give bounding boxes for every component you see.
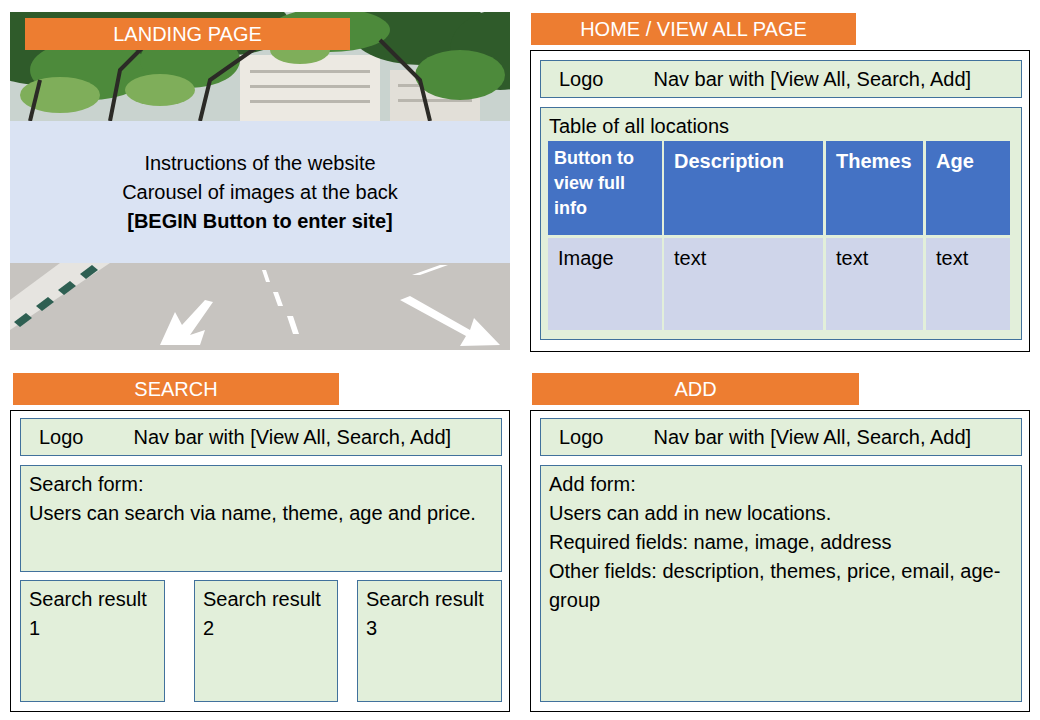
landing-page-frame: LANDING PAGE Instructions of the websiteC… xyxy=(10,12,510,350)
table-header-cell: Themes xyxy=(826,141,923,235)
street-photo xyxy=(0,0,550,350)
nav-links: Nav bar with [View All, Search, Add] xyxy=(654,423,972,452)
hero-text: Carousel of images at the back xyxy=(122,178,398,207)
page-title-tag: LANDING PAGE xyxy=(25,18,350,50)
table-header-cell: Description xyxy=(664,141,823,235)
table-cell: text xyxy=(826,238,923,330)
panel-text: Required fields: name, image, address xyxy=(549,528,1013,557)
table-header-cell: Button to view full info xyxy=(548,141,662,235)
panel-text: Add form: xyxy=(549,470,1013,499)
nav-bar: Logo Nav bar with [View All, Search, Add] xyxy=(20,418,502,456)
content-panel: Search result 2 xyxy=(194,580,338,702)
nav-links: Nav bar with [View All, Search, Add] xyxy=(654,65,972,94)
content-panel: Search result 1 xyxy=(20,580,165,702)
table-cell: Image xyxy=(548,238,662,330)
nav-bar: Logo Nav bar with [View All, Search, Add] xyxy=(540,418,1022,456)
panel-text: Other fields: description, themes, price… xyxy=(549,557,1013,615)
nav-bar: Logo Nav bar with [View All, Search, Add] xyxy=(540,60,1022,98)
hero-text: Instructions of the website xyxy=(144,149,375,178)
page-frame: SEARCHLogoNav bar with [View All, Search… xyxy=(10,410,510,712)
table-cell: text xyxy=(926,238,1010,330)
logo-text: Logo xyxy=(559,423,604,452)
panel-text: Search result 2 xyxy=(203,585,329,643)
panel-text: Search form: xyxy=(29,470,493,499)
page-title-tag: ADD xyxy=(532,373,859,405)
content-panel: Search result 3 xyxy=(357,580,502,702)
hero-text: [BEGIN Button to enter site] xyxy=(127,207,393,236)
panel-text: Search result 3 xyxy=(366,585,493,643)
content-panel: Search form:Users can search via name, t… xyxy=(20,465,502,572)
nav-links: Nav bar with [View All, Search, Add] xyxy=(134,423,452,452)
page-title-tag: SEARCH xyxy=(13,373,339,405)
logo-text: Logo xyxy=(559,65,604,94)
table-cell: text xyxy=(664,238,823,330)
hero-band: Instructions of the websiteCarousel of i… xyxy=(10,121,510,263)
table-header-cell: Age xyxy=(926,141,1010,235)
page-title-tag: HOME / VIEW ALL PAGE xyxy=(531,13,856,45)
panel-text: Table of all locations xyxy=(549,112,1013,141)
panel-text: Search result 1 xyxy=(29,585,156,643)
logo-text: Logo xyxy=(39,423,84,452)
panel-text: Users can add in new locations. xyxy=(549,499,1013,528)
panel-text: Users can search via name, theme, age an… xyxy=(29,499,493,528)
page-frame: ADDLogoNav bar with [View All, Search, A… xyxy=(530,410,1030,712)
content-panel: Add form:Users can add in new locations.… xyxy=(540,465,1022,702)
